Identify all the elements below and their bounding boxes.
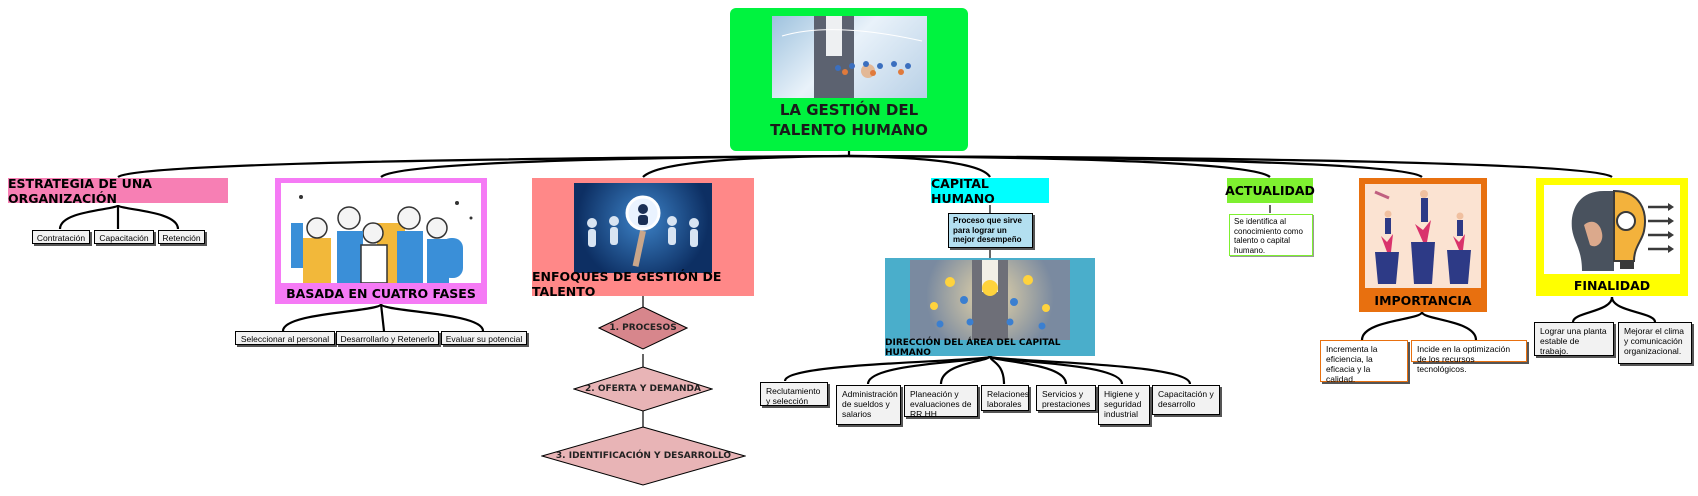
actualidad-header[interactable]: ACTUALIDAD	[1225, 178, 1315, 203]
capital-item-5: Servicios y prestaciones	[1036, 385, 1096, 411]
fases-title: BASADA EN CUATRO FASES	[286, 285, 476, 301]
enfoques-node[interactable]: ENFOQUES DE GESTIÓN DE TALENTO	[532, 178, 754, 299]
fases-item-3: Evaluar su potencial	[441, 331, 527, 345]
finalidad-title: FINALIDAD	[1573, 277, 1651, 293]
capital-item-1: Reclutamiento y selección	[760, 382, 828, 406]
capital-note: Proceso que sirve para lograr un mejor d…	[948, 213, 1033, 248]
importancia-title: IMPORTANCIA	[1374, 292, 1472, 308]
root-title: LA GESTIÓN DEL TALENTO HUMANO	[770, 101, 928, 139]
importancia-item-1: Incrementa la eficiencia, la eficacia y …	[1320, 340, 1408, 384]
finalidad-item-2: Mejorar el clima y comunicación organiza…	[1618, 322, 1692, 364]
business-network-image	[772, 16, 927, 98]
estrategia-item-3: Retención	[158, 230, 205, 244]
plants-people-illustration	[1365, 184, 1481, 288]
head-bulb-gear-icon	[1544, 185, 1680, 274]
direccion-title: DIRECCIÓN DEL ÁREA DEL CAPITAL HUMANO	[885, 338, 1061, 358]
finalidad-node[interactable]: FINALIDAD	[1536, 178, 1688, 296]
enfoque-step-1-label: 1. PROCESOS	[609, 323, 677, 333]
enfoques-title: ENFOQUES DE GESTIÓN DE TALENTO	[532, 269, 722, 299]
enfoque-step-1[interactable]: 1. PROCESOS	[598, 306, 688, 350]
fases-node[interactable]: BASADA EN CUATRO FASES	[275, 178, 487, 304]
importancia-item-2: Incide en la optimización de los recurso…	[1411, 340, 1527, 374]
capital-item-7: Capacitación y desarrollo	[1152, 385, 1220, 415]
enfoque-step-3[interactable]: 3. IDENTIFICACIÓN Y DESARROLLO	[541, 426, 746, 486]
root-node[interactable]: LA GESTIÓN DEL TALENTO HUMANO	[730, 8, 968, 151]
estrategia-header[interactable]: ESTRATEGIA DE UNA ORGANIZACIÓN	[8, 176, 228, 206]
capital-item-3: Planeación y evaluaciones de RR.HH	[904, 385, 978, 419]
enfoque-step-2-label: 2. OFERTA Y DEMANDA	[585, 384, 701, 394]
finalidad-item-1: Lograr una planta estable de trabajo.	[1534, 322, 1614, 356]
enfoque-step-2[interactable]: 2. OFERTA Y DEMANDA	[573, 366, 713, 412]
capital-item-4: Relaciones laborales	[981, 385, 1029, 411]
estrategia-item-2: Capacitación	[94, 230, 154, 244]
direccion-node[interactable]: DIRECCIÓN DEL ÁREA DEL CAPITAL HUMANO	[885, 258, 1095, 358]
fases-item-1: Seleccionar al personal	[235, 331, 335, 345]
capital-item-2: Administración de sueldos y salarios	[836, 385, 901, 425]
team-people-illustration	[281, 183, 481, 283]
hr-network-image	[910, 260, 1070, 340]
capital-header[interactable]: CAPITAL HUMANO	[931, 176, 1049, 206]
fases-item-2: Desarrollarlo y Retenerlo	[336, 331, 439, 345]
magnifier-people-image	[574, 183, 712, 273]
capital-item-6: Higiene y seguridad industrial	[1098, 385, 1150, 425]
estrategia-item-1: Contratación	[32, 230, 90, 244]
enfoque-step-3-label: 3. IDENTIFICACIÓN Y DESARROLLO	[555, 451, 732, 461]
actualidad-note: Se identifica al conocimiento como talen…	[1229, 214, 1313, 256]
importancia-node[interactable]: IMPORTANCIA	[1359, 178, 1487, 312]
